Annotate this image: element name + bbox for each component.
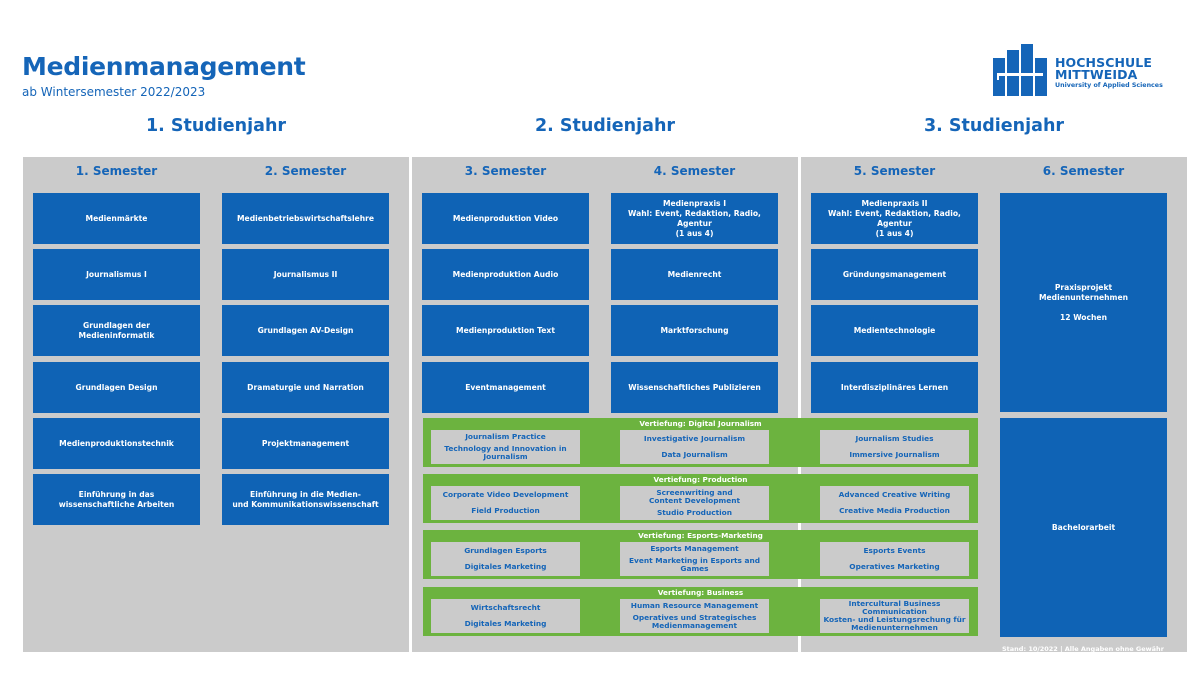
specialization-module: Operatives und Strategisches Medienmanag… <box>632 613 757 630</box>
specialization-module: Esports Management <box>650 544 739 553</box>
specialization-digital-journalism: Vertiefung: Digital Journalism Journalis… <box>423 418 978 467</box>
specialization-module: Wirtschaftsrecht <box>470 603 541 612</box>
semester-6-heading: 6. Semester <box>1042 164 1125 178</box>
specialization-module: Corporate Video Development <box>442 490 569 499</box>
logo-line-1: HOCHSCHULE <box>1055 55 1153 70</box>
specialization-module: Journalism Practice <box>465 432 546 441</box>
specialization-module-box: Grundlagen Esports Digitales Marketing <box>431 542 580 576</box>
module-box: Marktforschung <box>611 305 778 356</box>
specialization-title: Vertiefung: Esports-Marketing <box>638 531 763 540</box>
specialization-module-box: Journalism Practice Technology and Innov… <box>431 430 580 464</box>
footer-note: Stand: 10/2022 | Alle Angaben ohne Gewäh… <box>1002 645 1164 653</box>
module-box: Einführung in die Medien- und Kommunikat… <box>222 474 389 525</box>
module-box: Medienproduktion Text <box>422 305 589 356</box>
module-box: Projektmanagement <box>222 418 389 469</box>
logo-wordmark: HOCHSCHULE MITTWEIDA University of Appli… <box>1055 55 1163 90</box>
university-logo: HOCHSCHULE MITTWEIDA University of Appli… <box>993 44 1163 96</box>
specialization-module: Field Production <box>471 506 540 515</box>
module-box: Medientechnologie <box>811 305 978 356</box>
specialization-module-box: Human Resource Management Operatives und… <box>620 599 769 633</box>
specialization-module: Intercultural Business Communication <box>848 599 941 616</box>
specialization-module-box: Wirtschaftsrecht Digitales Marketing <box>431 599 580 633</box>
specialization-module: Esports Events <box>863 546 926 555</box>
year-3-heading: 3. Studienjahr <box>923 116 1065 136</box>
logo-line-2: MITTWEIDA <box>1055 67 1138 82</box>
specialization-module: Digitales Marketing <box>464 562 547 571</box>
module-box-praxisprojekt: Praxisprojekt Medienunternehmen 12 Woche… <box>1000 193 1167 412</box>
specialization-module: Technology and Innovation in Journalism <box>444 444 567 461</box>
module-box: Medienmärkte <box>33 193 200 244</box>
page-title: Medienmanagement <box>22 52 306 81</box>
specialization-module: Investigative Journalism <box>643 434 746 443</box>
specialization-module: Immersive Journalism <box>849 450 940 459</box>
module-box: Interdisziplinäres Lernen <box>811 362 978 413</box>
semester-2-heading: 2. Semester <box>264 164 347 178</box>
specialization-module: Event Marketing in Esports and Games <box>628 556 761 573</box>
module-box: Medienproduktion Video <box>422 193 589 244</box>
specialization-module: Advanced Creative Writing <box>838 490 951 499</box>
specialization-module-box: Advanced Creative Writing Creative Media… <box>820 486 969 520</box>
specialization-module: Data Journalism <box>661 450 728 459</box>
module-box: Wissenschaftliches Publizieren <box>611 362 778 413</box>
specialization-module-box: Esports Events Operatives Marketing <box>820 542 969 576</box>
module-box: Einführung in das wissenschaftliche Arbe… <box>33 474 200 525</box>
specialization-module: Digitales Marketing <box>464 619 547 628</box>
specialization-module: Operatives Marketing <box>849 562 940 571</box>
specialization-module: Screenwriting and Content Development <box>648 488 741 505</box>
module-box: Journalismus II <box>222 249 389 300</box>
specialization-module-box: Investigative Journalism Data Journalism <box>620 430 769 464</box>
module-box: Medienbetriebswirtschaftslehre <box>222 193 389 244</box>
logo-mark-icon <box>993 44 1047 96</box>
module-box: Grundlagen der Medieninformatik <box>33 305 200 356</box>
module-box: Medienrecht <box>611 249 778 300</box>
specialization-module: Journalism Studies <box>855 434 934 443</box>
specialization-production: Vertiefung: Production Corporate Video D… <box>423 474 978 523</box>
module-box: Medienpraxis I Wahl: Event, Redaktion, R… <box>611 193 778 244</box>
specialization-module-box: Corporate Video Development Field Produc… <box>431 486 580 520</box>
specialization-title: Vertiefung: Digital Journalism <box>639 419 762 428</box>
semester-4-heading: 4. Semester <box>653 164 736 178</box>
semester-5-heading: 5. Semester <box>853 164 936 178</box>
specialization-title: Vertiefung: Production <box>653 475 748 484</box>
page-subtitle: ab Wintersemester 2022/2023 <box>22 85 206 99</box>
logo-line-3: University of Applied Sciences <box>1055 82 1163 89</box>
module-box: Medienpraxis II Wahl: Event, Redaktion, … <box>811 193 978 244</box>
year-1-heading: 1. Studienjahr <box>145 116 287 136</box>
specialization-module-box: Screenwriting and Content Development St… <box>620 486 769 520</box>
module-box-bachelorarbeit: Bachelorarbeit <box>1000 418 1167 637</box>
year-2-heading: 2. Studienjahr <box>534 116 676 136</box>
specialization-module: Studio Production <box>656 508 733 517</box>
module-box: Grundlagen AV-Design <box>222 305 389 356</box>
specialization-esports-marketing: Vertiefung: Esports-Marketing Grundlagen… <box>423 530 978 579</box>
specialization-business: Vertiefung: Business Wirtschaftsrecht Di… <box>423 587 978 636</box>
module-box: Medienproduktionstechnik <box>33 418 200 469</box>
module-box: Journalismus I <box>33 249 200 300</box>
module-box: Grundlagen Design <box>33 362 200 413</box>
specialization-module: Grundlagen Esports <box>464 546 547 555</box>
module-box: Medienproduktion Audio <box>422 249 589 300</box>
module-box: Eventmanagement <box>422 362 589 413</box>
semester-3-heading: 3. Semester <box>464 164 547 178</box>
specialization-module: Human Resource Management <box>630 601 759 610</box>
specialization-module: Kosten- und Leistungsrechung für Medienu… <box>823 615 966 632</box>
specialization-module-box: Esports Management Event Marketing in Es… <box>620 542 769 576</box>
specialization-title: Vertiefung: Business <box>657 588 744 597</box>
module-box: Gründungsmanagement <box>811 249 978 300</box>
specialization-module: Creative Media Production <box>839 506 950 515</box>
module-box: Dramaturgie und Narration <box>222 362 389 413</box>
specialization-module-box: Intercultural Business Communication Kos… <box>820 599 969 633</box>
specialization-module-box: Journalism Studies Immersive Journalism <box>820 430 969 464</box>
semester-1-heading: 1. Semester <box>75 164 158 178</box>
